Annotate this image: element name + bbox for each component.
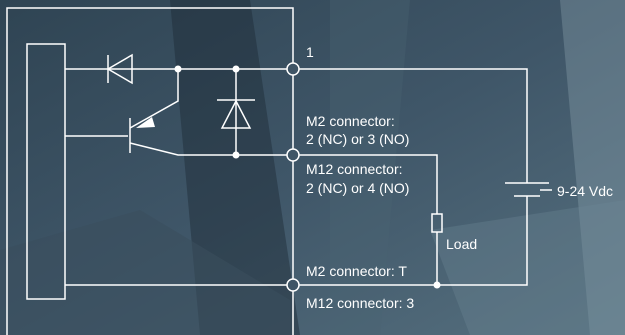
terminal-output — [286, 148, 300, 162]
label-m2-common: M2 connector: T — [306, 263, 407, 279]
label-m12-connector: M12 connector: — [306, 161, 403, 177]
sensor-housing — [6, 7, 294, 335]
output-transistor — [129, 69, 287, 156]
junction-dot — [232, 65, 240, 73]
junction-dot — [232, 151, 240, 159]
label-load: Load — [446, 236, 478, 252]
label-m2-connector: M2 connector: — [306, 113, 395, 129]
wire-load — [299, 154, 438, 214]
load-resistor — [431, 213, 443, 233]
series-diode — [106, 53, 133, 85]
supply-symbol — [505, 182, 549, 197]
terminal-common — [286, 278, 300, 292]
junction-dot — [433, 281, 441, 289]
label-m12-common: M12 connector: 3 — [306, 295, 415, 311]
terminal-pin1 — [286, 62, 300, 76]
label-m2-pins: 2 (NC) or 3 (NO) — [306, 131, 410, 147]
wire-supply-top — [299, 68, 528, 183]
junction-dot — [174, 65, 182, 73]
wire-supply-bottom — [299, 196, 528, 286]
label-m12-pins: 2 (NC) or 4 (NO) — [306, 180, 410, 196]
protection-diode — [217, 69, 255, 155]
label-supply-voltage: 9-24 Vdc — [557, 183, 614, 199]
label-pin1: 1 — [306, 44, 314, 60]
internal-module — [26, 43, 66, 300]
